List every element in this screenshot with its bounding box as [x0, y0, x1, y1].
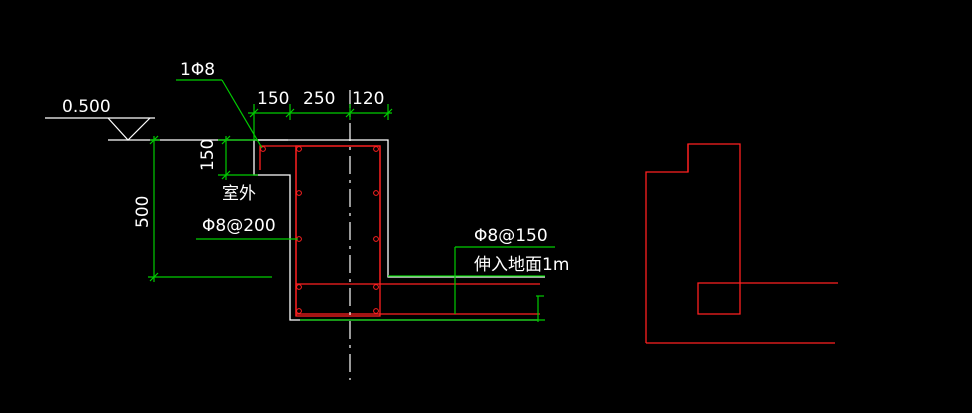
- dim-top-1: 150: [257, 89, 289, 109]
- simplified-section: [645, 143, 838, 344]
- dim-step: 150: [198, 139, 218, 171]
- elevation-marker: 0.500: [45, 97, 288, 141]
- elevation-label: 0.500: [62, 97, 111, 117]
- extend-note: 伸入地面1m: [474, 255, 569, 275]
- outdoor-label: 室外: [222, 184, 256, 204]
- rebar-callout-label: 1Φ8: [180, 60, 215, 80]
- top-dimensions: [248, 104, 393, 140]
- height-dimension: [148, 135, 272, 282]
- rebar-callout: [176, 79, 263, 149]
- right-leader: [300, 246, 555, 322]
- step-dimension: [218, 135, 258, 180]
- rebar-dots: [260, 146, 379, 314]
- rebar-cage: [259, 145, 540, 317]
- stirrup-left-label: Φ8@200: [202, 216, 276, 236]
- stirrup-right-label: Φ8@150: [474, 226, 548, 246]
- dim-top-3: 120: [352, 89, 384, 109]
- dim-height: 500: [133, 196, 153, 228]
- dim-top-2: 250: [303, 89, 335, 109]
